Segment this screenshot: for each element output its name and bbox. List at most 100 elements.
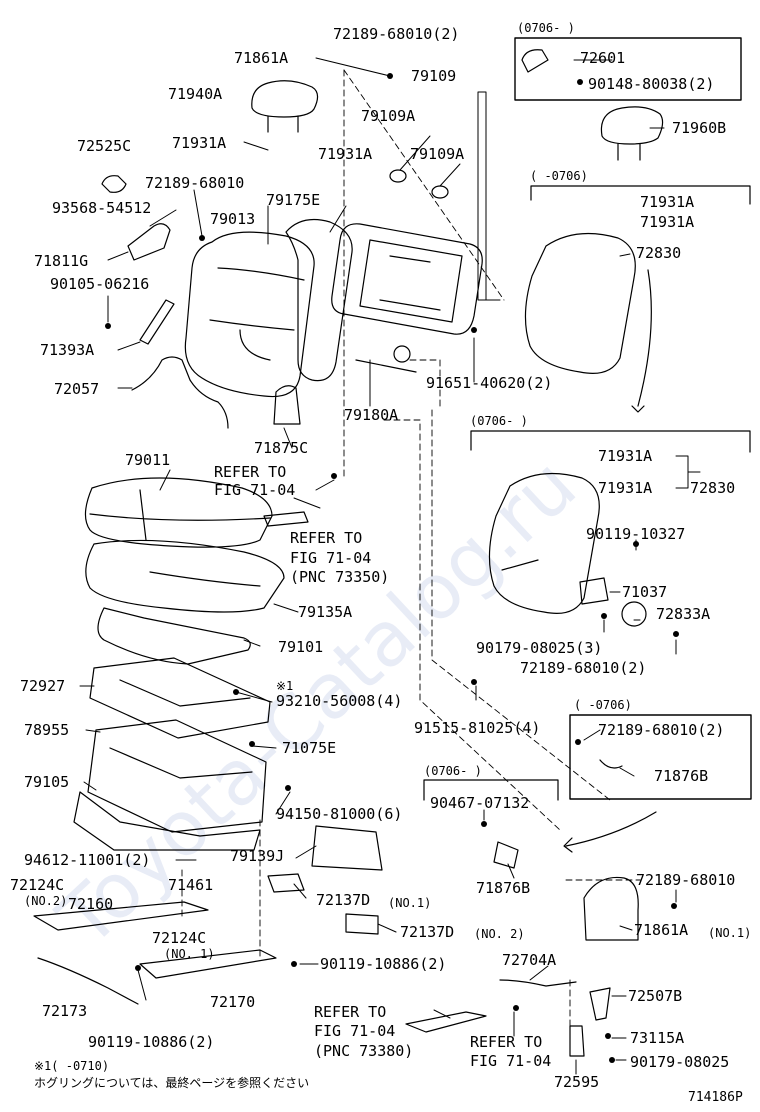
bracket-0706-upper <box>530 185 751 205</box>
label-91651-40620-2: 91651-40620(2) <box>426 374 553 392</box>
label-90119-10886-2-a: 90119-10886(2) <box>320 955 447 973</box>
label-90105-06216: 90105-06216 <box>50 275 150 293</box>
label-72160: 72160 <box>68 895 114 913</box>
label-71461: 71461 <box>168 876 214 894</box>
label-72124C-1: 72124C <box>10 876 65 894</box>
label-71875C: 71875C <box>254 439 309 457</box>
label-90119-10886-2-b: 90119-10886(2) <box>88 1033 215 1051</box>
label-71931A-l2: 71931A <box>318 145 373 163</box>
cover-72833A <box>621 601 647 627</box>
label-no1-c: (NO.1) <box>708 926 752 940</box>
label-79175E: 79175E <box>266 191 321 209</box>
pad-79109A-left <box>389 169 407 183</box>
label-72525C: 72525C <box>77 137 132 155</box>
label-90148-80038-2: 90148-80038(2) <box>588 75 715 93</box>
label-72833A: 72833A <box>656 605 711 623</box>
label-72595: 72595 <box>554 1073 600 1091</box>
headrest-71940A <box>251 80 319 133</box>
belt-ref-73350 <box>263 511 309 527</box>
refer-2-line3: (PNC 73350) <box>290 568 390 586</box>
seatback-cushion-79013 <box>184 231 315 398</box>
label-no2-a: (NO.2) <box>24 894 68 908</box>
date-code-top: (0706- ) <box>517 21 575 35</box>
label-79109A-2: 79109A <box>410 145 465 163</box>
seatback-72830-upper <box>524 232 636 374</box>
bar-72173 <box>37 957 139 1005</box>
strap-71393A <box>139 299 175 345</box>
label-72189-68010-2-top: 72189-68010(2) <box>333 25 460 43</box>
refer-1-line1: REFER TO <box>214 463 287 481</box>
label-79013: 79013 <box>210 210 256 228</box>
cushion-pad-79135A <box>85 539 285 613</box>
refer-4-line1: REFER TO <box>470 1033 543 1051</box>
label-no1-a: (NO.1) <box>388 896 432 910</box>
label-79011: 79011 <box>125 451 171 469</box>
label-71931A-r1: 71931A <box>640 193 695 211</box>
fasteners <box>105 73 679 1063</box>
diagram-id: 714186P <box>688 1090 743 1105</box>
label-71931A-l1: 71931A <box>172 134 227 152</box>
seat-cushion-79011 <box>84 477 273 548</box>
label-72830-b: 72830 <box>690 479 736 497</box>
date-code-right-mid: (0706- ) <box>470 414 528 428</box>
cover-79139J <box>311 825 383 871</box>
label-72137D-2: 72137D <box>400 923 455 941</box>
lever-72507B <box>589 987 611 1021</box>
seat-frame-78955 <box>87 719 267 833</box>
box-0706-top <box>514 37 742 101</box>
label-71960B: 71960B <box>672 119 727 137</box>
cover-71861A-right <box>583 876 639 941</box>
label-72704A: 72704A <box>502 951 557 969</box>
label-71931A-r4: 71931A <box>598 479 653 497</box>
label-72507B: 72507B <box>628 987 683 1005</box>
bracket-0706-lower <box>423 779 559 801</box>
back-cushion-79175E <box>285 219 353 382</box>
label-79135A: 79135A <box>298 603 353 621</box>
label-72170: 72170 <box>210 993 256 1011</box>
footer-note-date: ※1( -0710) <box>34 1059 110 1073</box>
label-72189-68010-2-r: 72189-68010(2) <box>520 659 647 677</box>
footer-note-hog-ring: ホグリングについては、最終ページを参照ください <box>34 1076 310 1090</box>
label-72189-68010-2-box: 72189-68010(2) <box>598 721 725 739</box>
label-72137D-1: 72137D <box>316 891 371 909</box>
label-72601: 72601 <box>580 49 626 67</box>
pad-79109A-right <box>431 185 449 199</box>
label-73115A: 73115A <box>630 1029 685 1047</box>
date-code-lower: (0706- ) <box>424 764 482 778</box>
seatback-72830-lower <box>488 472 600 614</box>
label-71811G: 71811G <box>34 252 89 270</box>
label-72189-68010-mid: 72189-68010 <box>145 174 245 192</box>
seatback-seam <box>501 559 539 571</box>
refer-3-line1: REFER TO <box>314 1003 387 1021</box>
label-94150-81000-6: 94150-81000(6) <box>276 805 403 823</box>
label-no1-b: (NO. 1) <box>164 947 215 961</box>
adjuster-79105 <box>73 791 261 851</box>
label-71876B-a: 71876B <box>654 767 709 785</box>
refer-1-line2: FIG 71-04 <box>214 481 296 499</box>
label-79139J: 79139J <box>230 847 285 865</box>
date-code-box-right: ( -0706) <box>574 698 632 712</box>
label-72830-a: 72830 <box>636 244 682 262</box>
label-94612-11001-2: 94612-11001(2) <box>24 851 151 869</box>
label-79109A-1: 79109A <box>361 107 416 125</box>
label-90179-08025: 90179-08025 <box>630 1053 730 1071</box>
label-93568-54512: 93568-54512 <box>52 199 152 217</box>
arrow-lower <box>565 811 657 847</box>
bracket-0706-mid <box>470 430 751 453</box>
leader-lines <box>79 57 701 1075</box>
seatback-frame-79180A <box>331 223 483 373</box>
refer-4-line2: FIG 71-04 <box>470 1052 552 1070</box>
box-0706-right <box>569 714 752 800</box>
label-72057: 72057 <box>54 380 100 398</box>
cover-72525C <box>101 175 127 193</box>
cable-72057 <box>131 356 229 429</box>
refer-2-line2: FIG 71-04 <box>290 549 372 567</box>
label-79101: 79101 <box>278 638 324 656</box>
rail-72160 <box>33 901 209 931</box>
label-no2-b: (NO. 2) <box>474 927 525 941</box>
label-79109: 79109 <box>411 67 457 85</box>
label-71861A-r: 71861A <box>634 921 689 939</box>
cover-71875C <box>273 385 301 425</box>
label-93210-56008-4: 93210-56008(4) <box>276 692 403 710</box>
